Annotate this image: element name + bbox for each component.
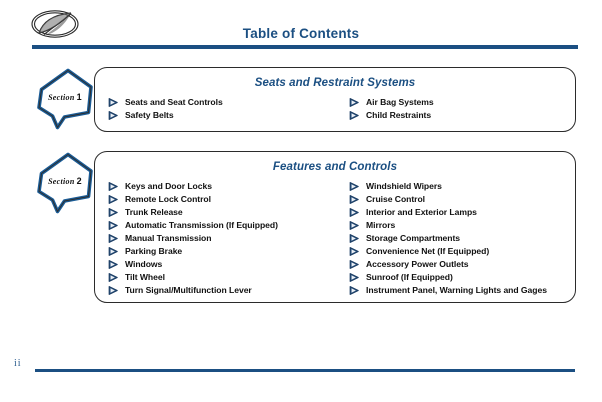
list-item-label: Remote Lock Control [125, 194, 211, 204]
footer-divider-rule [35, 369, 575, 372]
list-item[interactable]: Manual Transmission [108, 232, 335, 245]
list-item[interactable]: Convenience Net (If Equipped) [349, 245, 575, 258]
list-item-label: Convenience Net (If Equipped) [366, 246, 490, 256]
arrow-bullet-icon [349, 97, 360, 108]
arrow-bullet-icon [349, 259, 360, 270]
list-item-label: Keys and Door Locks [125, 181, 212, 191]
list-item[interactable]: Storage Compartments [349, 232, 575, 245]
list-item-label: Mirrors [366, 220, 396, 230]
page-header: Table of Contents [0, 0, 602, 52]
section-panel-2: Features and Controls Keys and Door Lock… [94, 151, 576, 303]
arrow-bullet-icon [349, 181, 360, 192]
arrow-bullet-icon [108, 97, 119, 108]
section-badge-1-number: 1 [76, 92, 82, 102]
list-item-label: Safety Belts [125, 110, 174, 120]
arrow-bullet-icon [349, 272, 360, 283]
section-badge-2-word: Section [48, 177, 75, 186]
header-divider-rule [32, 45, 578, 49]
list-item[interactable]: Interior and Exterior Lamps [349, 206, 575, 219]
list-item[interactable]: Windows [108, 258, 335, 271]
arrow-bullet-icon [349, 220, 360, 231]
list-item-label: Seats and Seat Controls [125, 97, 223, 107]
arrow-bullet-icon [108, 246, 119, 257]
section-2-left-column: Keys and Door Locks Remote Lock Control … [95, 180, 335, 297]
list-item-label: Tilt Wheel [125, 272, 165, 282]
arrow-bullet-icon [349, 110, 360, 121]
list-item-label: Cruise Control [366, 194, 425, 204]
arrow-bullet-icon [108, 233, 119, 244]
list-item-label: Accessory Power Outlets [366, 259, 469, 269]
list-item-label: Windshield Wipers [366, 181, 442, 191]
list-item-label: Air Bag Systems [366, 97, 434, 107]
list-item[interactable]: Instrument Panel, Warning Lights and Gag… [349, 284, 575, 297]
arrow-bullet-icon [349, 246, 360, 257]
section-2-columns: Keys and Door Locks Remote Lock Control … [95, 180, 575, 297]
section-title-1: Seats and Restraint Systems [254, 77, 416, 89]
list-item-label: Windows [125, 259, 163, 269]
section-1-left-column: Seats and Seat Controls Safety Belts [95, 96, 335, 122]
list-item[interactable]: Keys and Door Locks [108, 180, 335, 193]
list-item-label: Turn Signal/Multifunction Lever [125, 285, 252, 295]
arrow-bullet-icon [349, 194, 360, 205]
list-item-label: Parking Brake [125, 246, 183, 256]
list-item[interactable]: Remote Lock Control [108, 193, 335, 206]
arrow-bullet-icon [108, 207, 119, 218]
arrow-bullet-icon [108, 110, 119, 121]
list-item-label: Storage Compartments [366, 233, 461, 243]
page-number: ii [14, 358, 22, 369]
list-item[interactable]: Sunroof (If Equipped) [349, 271, 575, 284]
list-item[interactable]: Safety Belts [108, 109, 335, 122]
section-badge-1-word: Section [48, 93, 75, 102]
list-item[interactable]: Turn Signal/Multifunction Lever [108, 284, 335, 297]
section-badge-2-number: 2 [76, 176, 82, 186]
list-item-label: Trunk Release [125, 207, 183, 217]
page-footer: ii [0, 358, 602, 380]
list-item-label: Sunroof (If Equipped) [366, 272, 453, 282]
arrow-bullet-icon [108, 259, 119, 270]
list-item[interactable]: Cruise Control [349, 193, 575, 206]
arrow-bullet-icon [108, 220, 119, 231]
list-item[interactable]: Parking Brake [108, 245, 335, 258]
list-item-label: Instrument Panel, Warning Lights and Gag… [366, 285, 547, 295]
list-item-label: Child Restraints [366, 110, 432, 120]
section-panel-1: Seats and Restraint Systems Seats and Se… [94, 67, 576, 132]
arrow-bullet-icon [108, 194, 119, 205]
list-item[interactable]: Windshield Wipers [349, 180, 575, 193]
page-title: Table of Contents [242, 26, 360, 41]
list-item[interactable]: Air Bag Systems [349, 96, 575, 109]
section-1-columns: Seats and Seat Controls Safety Belts [95, 96, 575, 122]
section-title-2: Features and Controls [272, 161, 398, 173]
section-1-right-column: Air Bag Systems Child Restraints [335, 96, 575, 122]
list-item[interactable]: Seats and Seat Controls [108, 96, 335, 109]
arrow-bullet-icon [108, 181, 119, 192]
list-item-label: Interior and Exterior Lamps [366, 207, 477, 217]
arrow-bullet-icon [349, 233, 360, 244]
list-item[interactable]: Child Restraints [349, 109, 575, 122]
arrow-bullet-icon [349, 285, 360, 296]
arrow-bullet-icon [108, 285, 119, 296]
list-item[interactable]: Tilt Wheel [108, 271, 335, 284]
list-item[interactable]: Mirrors [349, 219, 575, 232]
list-item[interactable]: Accessory Power Outlets [349, 258, 575, 271]
section-2-right-column: Windshield Wipers Cruise Control Interio… [335, 180, 575, 297]
arrow-bullet-icon [108, 272, 119, 283]
list-item[interactable]: Automatic Transmission (If Equipped) [108, 219, 335, 232]
list-item-label: Manual Transmission [125, 233, 212, 243]
arrow-bullet-icon [349, 207, 360, 218]
list-item-label: Automatic Transmission (If Equipped) [125, 220, 278, 230]
oldsmobile-rocket-logo-icon [26, 8, 84, 40]
list-item[interactable]: Trunk Release [108, 206, 335, 219]
